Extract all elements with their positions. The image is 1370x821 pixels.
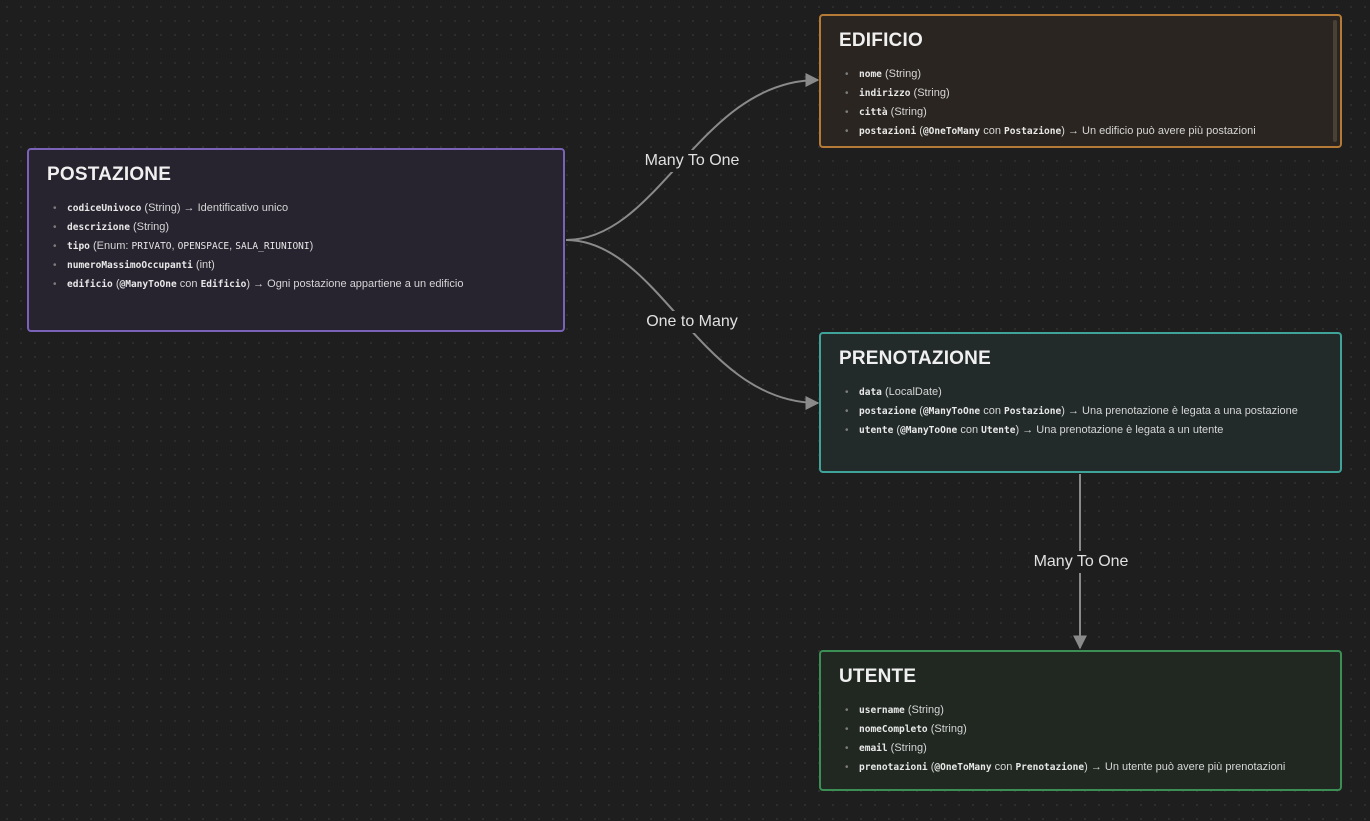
list-item: email (String) (845, 740, 1322, 757)
prenotazione-node[interactable]: PRENOTAZIONE data (LocalDate) postazione… (819, 332, 1342, 473)
edificio-field-list: nome (String) indirizzo (String) città (… (839, 66, 1322, 140)
list-item: nome (String) (845, 66, 1322, 83)
edificio-node[interactable]: EDIFICIO nome (String) indirizzo (String… (819, 14, 1342, 148)
list-item: edificio (@ManyToOne con Edificio) → Ogn… (53, 276, 545, 293)
postazione-field-list: codiceUnivoco (String) → Identificativo … (47, 200, 545, 293)
list-item: numeroMassimoOccupanti (int) (53, 257, 545, 274)
list-item: descrizione (String) (53, 219, 545, 236)
prenotazione-field-list: data (LocalDate) postazione (@ManyToOne … (839, 384, 1322, 439)
list-item: città (String) (845, 104, 1322, 121)
utente-field-list: username (String) nomeCompleto (String) … (839, 702, 1322, 776)
list-item: postazione (@ManyToOne con Postazione) →… (845, 403, 1322, 420)
list-item: prenotazioni (@OneToMany con Prenotazion… (845, 759, 1322, 776)
edge-label-many-to-one: Many To One (640, 150, 744, 172)
postazione-title: POSTAZIONE (47, 164, 172, 185)
list-item: utente (@ManyToOne con Utente) → Una pre… (845, 422, 1322, 439)
utente-title: UTENTE (839, 666, 917, 687)
list-item: codiceUnivoco (String) → Identificativo … (53, 200, 545, 217)
prenotazione-title: PRENOTAZIONE (839, 348, 991, 369)
list-item: indirizzo (String) (845, 85, 1322, 102)
edificio-scrollbar[interactable] (1333, 20, 1337, 142)
edificio-title: EDIFICIO (839, 30, 923, 51)
list-item: username (String) (845, 702, 1322, 719)
list-item: data (LocalDate) (845, 384, 1322, 401)
list-item: nomeCompleto (String) (845, 721, 1322, 738)
list-item: postazioni (@OneToMany con Postazione) →… (845, 123, 1322, 140)
postazione-node[interactable]: POSTAZIONE codiceUnivoco (String) → Iden… (27, 148, 565, 332)
edge-label-many-to-one-utente: Many To One (1029, 551, 1133, 573)
list-item: tipo (Enum: PRIVATO, OPENSPACE, SALA_RIU… (53, 238, 545, 255)
edge-label-one-to-many: One to Many (642, 311, 742, 333)
utente-node[interactable]: UTENTE username (String) nomeCompleto (S… (819, 650, 1342, 791)
